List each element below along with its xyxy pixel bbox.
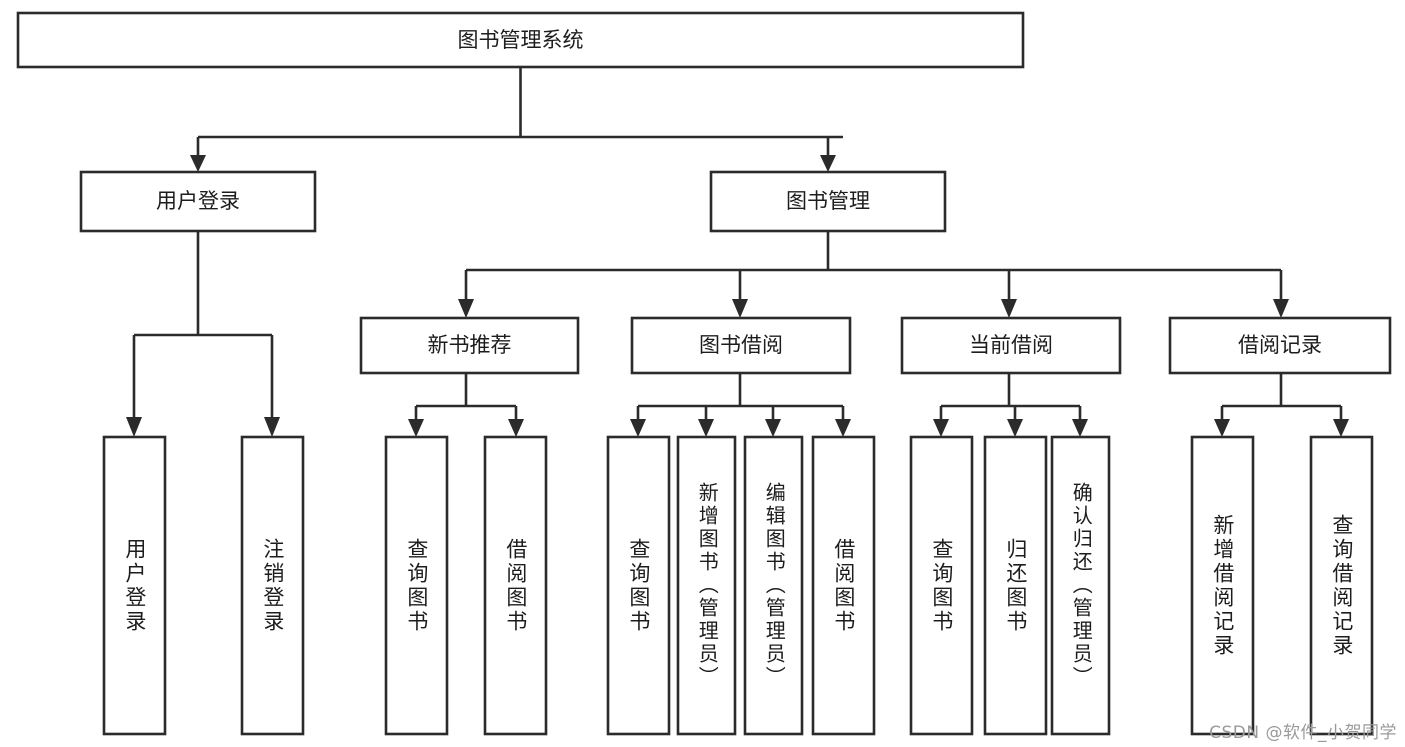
arrow-head-leaf-add-book <box>698 419 714 437</box>
leaf-return-book[interactable] <box>983 435 1048 736</box>
node-new-book-recommend-label: 新书推荐 <box>428 333 512 357</box>
arrow-head-user-login <box>190 155 206 172</box>
arrow-head-leaf-query-book-rec <box>408 419 424 437</box>
node-book-borrow-label: 图书借阅 <box>699 333 783 357</box>
connector-layer <box>126 67 1349 437</box>
leaf-node-layer <box>102 435 1374 736</box>
leaf-borrow-book[interactable] <box>811 435 876 736</box>
node-root-box <box>16 11 1025 69</box>
leaf-edit-book-box <box>743 435 804 736</box>
arrow-head-book-borrow <box>732 299 748 318</box>
arrow-head-new-book-recommend <box>458 299 474 318</box>
leaf-query-book-borrow-box <box>606 435 671 736</box>
arrow-head-leaf-user-login <box>126 417 142 437</box>
arrow-head-current-borrow <box>1001 299 1017 318</box>
leaf-logout[interactable] <box>240 435 305 736</box>
leaf-add-book-box <box>676 435 737 736</box>
arrow-head-leaf-return-book <box>1007 419 1023 437</box>
arrow-head-leaf-edit-book <box>765 419 781 437</box>
leaf-borrow-book-rec-box <box>483 435 548 736</box>
arrow-head-borrow-record <box>1273 299 1289 318</box>
leaf-query-record[interactable] <box>1309 435 1374 736</box>
leaf-add-book[interactable] <box>676 435 737 736</box>
node-current-borrow-box <box>900 316 1122 375</box>
node-root-label: 图书管理系统 <box>458 28 584 52</box>
leaf-confirm-return[interactable] <box>1050 435 1111 736</box>
leaf-query-record-box <box>1309 435 1374 736</box>
leaf-confirm-return-box <box>1050 435 1111 736</box>
arrow-head-leaf-borrow-book <box>835 419 851 437</box>
arrow-head-book-manage <box>820 155 836 172</box>
leaf-query-book-rec[interactable] <box>384 435 449 736</box>
node-new-book-recommend-box <box>359 316 580 375</box>
arrow-head-leaf-borrow-book-rec <box>508 419 524 437</box>
node-user-login-box <box>79 170 317 233</box>
node-borrow-record-box <box>1168 316 1392 375</box>
leaf-query-book-current-box <box>909 435 974 736</box>
arrow-head-leaf-query-record <box>1333 419 1349 437</box>
node-current-borrow[interactable]: 当前借阅 <box>900 316 1122 375</box>
leaf-borrow-book-box <box>811 435 876 736</box>
arrow-head-leaf-logout <box>264 417 280 437</box>
leaf-edit-book[interactable] <box>743 435 804 736</box>
node-book-manage-box <box>709 170 947 233</box>
leaf-user-login[interactable] <box>102 435 167 736</box>
arrow-head-leaf-query-book-current <box>933 419 949 437</box>
leaf-logout-box <box>240 435 305 736</box>
node-borrow-record-label: 借阅记录 <box>1238 333 1322 357</box>
node-book-manage[interactable]: 图书管理 <box>709 170 947 233</box>
node-book-manage-label: 图书管理 <box>786 189 870 213</box>
node-user-login-label: 用户登录 <box>156 189 240 213</box>
leaf-return-book-box <box>983 435 1048 736</box>
node-book-borrow[interactable]: 图书借阅 <box>630 316 852 375</box>
leaf-query-book-rec-box <box>384 435 449 736</box>
node-root[interactable]: 图书管理系统 <box>16 11 1025 69</box>
node-current-borrow-label: 当前借阅 <box>969 333 1053 357</box>
node-new-book-recommend[interactable]: 新书推荐 <box>359 316 580 375</box>
node-user-login[interactable]: 用户登录 <box>79 170 317 233</box>
leaf-user-login-box <box>102 435 167 736</box>
arrow-head-leaf-add-record <box>1214 419 1230 437</box>
leaf-add-record[interactable] <box>1190 435 1255 736</box>
watermark: CSDN @软件_小贺同学 <box>1209 723 1397 743</box>
leaf-query-book-borrow[interactable] <box>606 435 671 736</box>
leaf-add-record-box <box>1190 435 1255 736</box>
leaf-query-book-current[interactable] <box>909 435 974 736</box>
arrow-head-leaf-query-book-borrow <box>630 419 646 437</box>
node-book-borrow-box <box>630 316 852 375</box>
leaf-borrow-book-rec[interactable] <box>483 435 548 736</box>
node-borrow-record[interactable]: 借阅记录 <box>1168 316 1392 375</box>
arrow-head-leaf-confirm-return <box>1072 419 1088 437</box>
